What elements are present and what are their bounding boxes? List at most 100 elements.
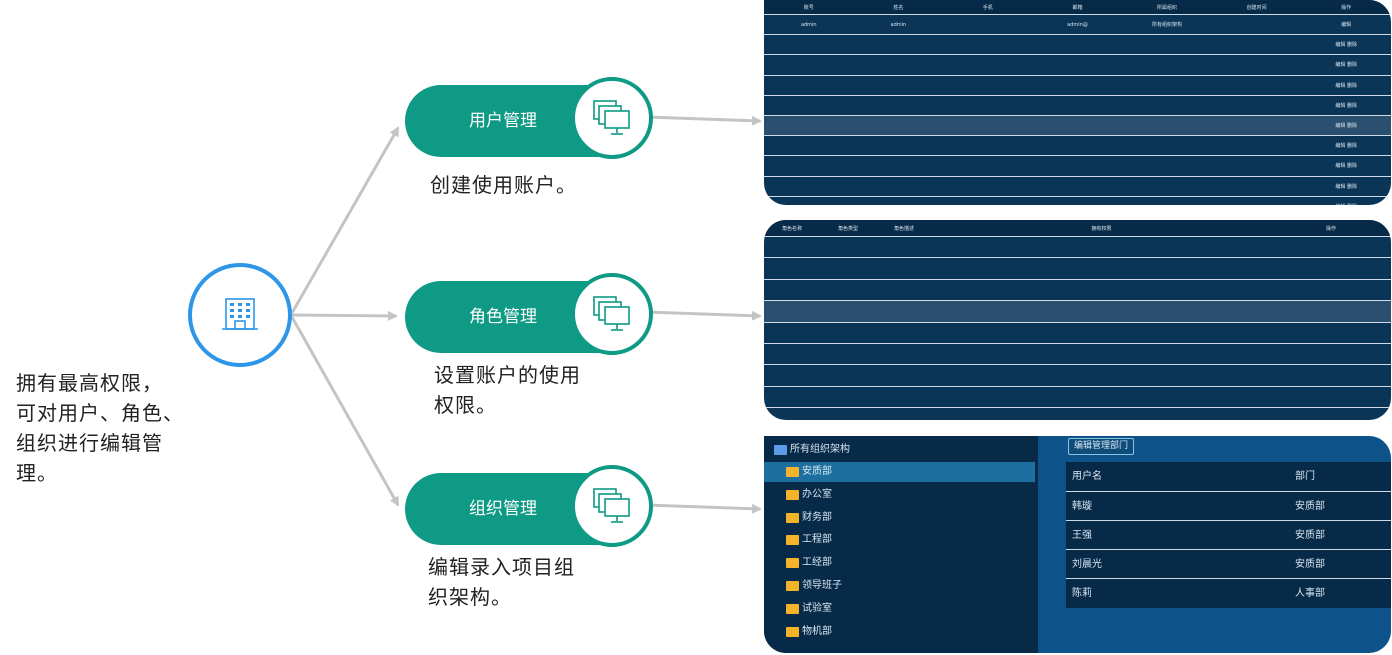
table-cell: 安质部 [1295, 530, 1325, 541]
table-cell[interactable] [1271, 407, 1391, 420]
table-cell [764, 342, 820, 365]
table-cell[interactable] [1271, 342, 1391, 365]
folder-icon [786, 603, 799, 614]
table-cell [932, 300, 1271, 323]
folder-icon [774, 445, 787, 455]
table-cell [1122, 155, 1212, 176]
table-cell[interactable]: 编辑 删除 [1301, 155, 1391, 176]
folder-icon [786, 626, 799, 637]
table-cell [764, 195, 854, 205]
arrow-to-user-mgmt [290, 126, 400, 314]
table-row: 编辑 删除 [764, 54, 1391, 76]
table-cell[interactable]: 编辑 删除 [1301, 74, 1391, 96]
table-header: 角色名称 角色类型 角色描述 拥有权限 操作 [764, 220, 1391, 237]
table-cell [1122, 54, 1212, 76]
table-cell[interactable] [1271, 321, 1391, 344]
role-management-icon-circle [571, 273, 653, 355]
table-cell [853, 155, 944, 176]
role-list-screenshot: 角色名称 角色类型 角色描述 拥有权限 操作 [764, 220, 1391, 420]
org-tree-item-label: 安质部 [802, 466, 832, 477]
table-cell [943, 195, 1033, 205]
table-cell [876, 407, 932, 420]
org-management-node: 组织管理 [405, 465, 653, 547]
table-cell [820, 385, 876, 408]
org-tree-item[interactable]: 试验室 [764, 599, 1035, 619]
table-cell[interactable]: 编辑 [1301, 13, 1391, 35]
table-cell[interactable] [1271, 235, 1391, 258]
table-cell[interactable]: 编辑 删除 [1301, 94, 1391, 116]
table-cell[interactable] [1271, 364, 1391, 387]
table-cell [764, 407, 820, 420]
table-cell[interactable] [1271, 257, 1391, 280]
table-cell: 所有组织架构 [1122, 13, 1212, 35]
table-cell[interactable] [1271, 278, 1391, 301]
table-cell: admin [853, 13, 944, 35]
org-tree-root[interactable]: 所有组织架构 [764, 440, 1035, 460]
table-cell [820, 364, 876, 387]
org-tree-item[interactable]: 领导班子 [764, 576, 1035, 596]
table-cell: admin [764, 13, 854, 35]
column-header: 手机 [943, 0, 1033, 15]
table-cell [853, 94, 944, 116]
table-cell [820, 235, 876, 258]
table-cell [1032, 155, 1123, 176]
table-cell [1211, 34, 1302, 55]
user-management-node: 用户管理 [405, 77, 653, 159]
table-cell [932, 407, 1271, 420]
user-management-desc: 创建使用账户。 [430, 170, 577, 200]
table-cell [932, 364, 1271, 387]
table-cell[interactable] [1271, 300, 1391, 323]
table-cell[interactable] [1271, 385, 1391, 408]
table-cell [853, 175, 944, 197]
table-row: 刘晨光安质部 [1066, 549, 1391, 579]
monitor-icon [593, 100, 630, 135]
org-tree-item-label: 试验室 [802, 602, 832, 614]
org-tree-item[interactable]: 工程部 [764, 530, 1035, 550]
table-cell[interactable]: 编辑 删除 [1301, 34, 1391, 55]
table-cell[interactable]: 编辑 删除 [1301, 175, 1391, 197]
table-cell [1211, 74, 1302, 96]
table-cell[interactable]: 编辑 删除 [1301, 135, 1391, 156]
org-tree-item-label: 领导班子 [802, 580, 842, 591]
table-row [764, 321, 1391, 344]
arrow-to-user-panel [645, 115, 762, 126]
table-cell [932, 342, 1271, 365]
org-tree-item[interactable]: 安质部 [764, 462, 1035, 482]
column-header: 操作 [1271, 220, 1391, 237]
column-header: 拥有权限 [932, 220, 1271, 237]
table-cell [1211, 114, 1302, 136]
table-cell [853, 135, 944, 156]
org-tree-item[interactable]: 物机部 [764, 622, 1035, 642]
table-cell [943, 54, 1033, 76]
table-cell[interactable]: 编辑 删除 [1301, 54, 1391, 76]
role-management-label: 角色管理 [469, 307, 537, 327]
table-cell[interactable]: 编辑 删除 [1301, 114, 1391, 136]
org-tree-item[interactable]: 办公室 [764, 485, 1035, 505]
monitor-icon [593, 296, 630, 331]
table-cell [876, 321, 932, 344]
table-cell [853, 54, 944, 76]
table-cell [820, 257, 876, 280]
arrow-to-role-mgmt [291, 310, 398, 321]
edit-department-button[interactable]: 编辑管理部门 [1068, 438, 1135, 455]
table-cell [764, 364, 820, 387]
table-cell [1032, 94, 1123, 116]
table-cell [876, 278, 932, 301]
org-tree-item[interactable]: 财务部 [764, 508, 1035, 528]
table-cell: 韩璇 [1072, 501, 1092, 512]
role-management-node: 角色管理 [405, 273, 653, 355]
table-row: 韩璇安质部 [1066, 491, 1391, 521]
table-row: 编辑 删除 [764, 175, 1391, 197]
table-cell [932, 257, 1271, 280]
table-cell[interactable]: 编辑 删除 [1301, 195, 1391, 205]
table-cell [1032, 135, 1123, 156]
role-table: 角色名称 角色类型 角色描述 拥有权限 操作 [764, 220, 1391, 420]
table-cell [943, 155, 1033, 176]
org-tree-item[interactable]: 工经部 [764, 553, 1035, 573]
table-row [764, 257, 1391, 280]
table-cell [764, 300, 820, 323]
table-cell [876, 257, 932, 280]
table-cell [820, 300, 876, 323]
